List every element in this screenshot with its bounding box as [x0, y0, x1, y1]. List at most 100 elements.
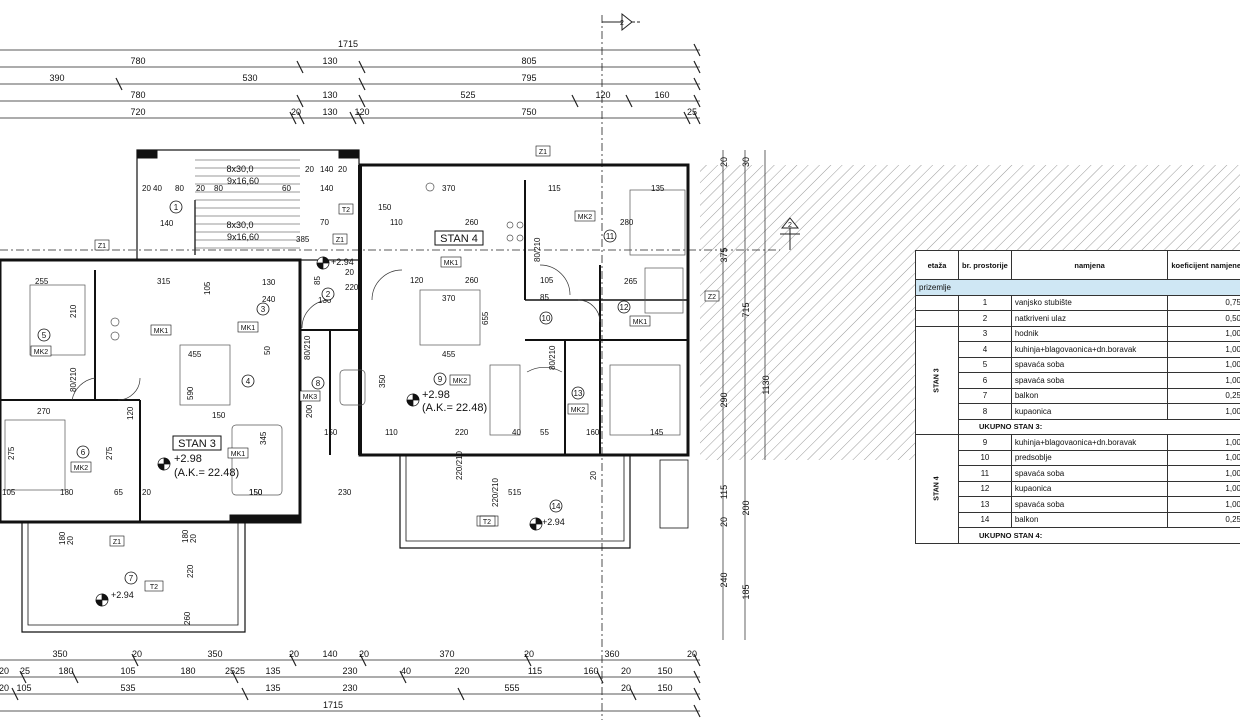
marker-tag: Z1	[539, 149, 547, 156]
dim-interior: 275	[7, 446, 16, 460]
level-texts: +2.94 +2.94 +2.94	[111, 257, 565, 600]
dim-bottom: 105	[120, 666, 135, 676]
dim-interior: 370	[442, 184, 456, 193]
apartment-label: STAN 3	[933, 368, 941, 393]
dim-interior: 220	[455, 428, 469, 437]
room-num: 1	[958, 294, 1012, 311]
dim-interior: 80	[175, 184, 184, 193]
dim-interior: 220/210	[455, 451, 464, 480]
table-row: 13 spavaća soba 1,00	[916, 496, 1240, 513]
dim-interior: 20	[589, 471, 598, 480]
dim-top: 120	[595, 90, 610, 100]
dim-interior: 180	[60, 488, 74, 497]
dim-right: 290	[719, 392, 729, 407]
dim-interior: 20	[66, 536, 75, 545]
stair-treads	[194, 159, 300, 255]
dim-interior: 150	[249, 488, 263, 497]
section-number: 2	[788, 222, 792, 229]
dim-bottom: 115	[528, 666, 542, 676]
room-coef: 0,75	[1167, 294, 1240, 311]
room-num: 4	[958, 341, 1012, 358]
dim-interior: 85	[540, 293, 549, 302]
dim-top: 795	[521, 73, 536, 83]
room-num: 14	[958, 511, 1012, 528]
room-name: balkon	[1010, 387, 1169, 404]
room-numbers	[37, 200, 631, 585]
dim-bottom: 20	[524, 649, 534, 659]
room-number: 1	[174, 203, 179, 212]
dim-interior: 280	[620, 218, 634, 227]
dim-right: 20	[719, 157, 729, 167]
table-row: 10 predsoblje 1,00	[916, 449, 1240, 466]
dim-right: 200	[741, 500, 751, 515]
header-purpose: namjena	[1010, 250, 1169, 280]
top-dimension-lines	[0, 49, 700, 119]
dim-interior: 80/210	[69, 367, 78, 392]
dim-interior: 140	[160, 219, 174, 228]
dim-bottom: 230	[342, 683, 357, 693]
room-coef: 1,00	[1167, 496, 1240, 513]
room-number: 6	[81, 448, 86, 457]
room-coef: 0,25	[1167, 387, 1240, 404]
dim-interior: 20	[345, 268, 354, 277]
dim-interior: 315	[157, 277, 171, 286]
dim-interior: 145	[650, 428, 664, 437]
section-axis	[0, 15, 780, 720]
room-name: vanjsko stubište	[1010, 294, 1169, 311]
dim-interior: 180	[181, 529, 190, 543]
total-row: UKUPNO STAN 4:	[916, 527, 1240, 544]
bottom-dimension-ticks	[11, 653, 701, 718]
dim-bottom: 40	[401, 666, 411, 676]
level-value: +2.94	[331, 257, 354, 267]
dim-interior: 140	[320, 184, 334, 193]
level-value: +2.94	[111, 590, 134, 600]
header-floor: etaža	[915, 250, 959, 280]
room-num: 10	[958, 449, 1012, 466]
room-tag: MK1	[154, 328, 169, 335]
room-tag: T2	[483, 519, 491, 526]
dim-top: 130	[322, 90, 337, 100]
dim-interior: 80	[214, 184, 223, 193]
dim-right: 1130	[761, 375, 771, 394]
dim-interior: 140	[320, 165, 334, 174]
dim-bottom: 135	[265, 666, 280, 676]
room-coef: 1,00	[1167, 372, 1240, 389]
table-row: 8 kupaonica 1,00	[916, 403, 1240, 420]
dim-interior: 40	[512, 428, 521, 437]
dim-right: 20	[719, 517, 729, 527]
dim-right: 30	[741, 157, 751, 167]
dim-interior: 20	[305, 165, 314, 174]
room-number: 8	[316, 379, 321, 388]
dim-bottom: 20	[621, 666, 631, 676]
room-num: 8	[958, 403, 1012, 420]
walls	[0, 149, 690, 633]
dim-bottom: 20	[0, 666, 9, 676]
dim-bottom: 20	[289, 649, 299, 659]
dim-top: 120	[354, 107, 369, 117]
dim-interior: 220/210	[491, 478, 500, 507]
dim-bottom: 370	[439, 649, 454, 659]
dim-top: 720	[130, 107, 145, 117]
room-num: 6	[958, 372, 1012, 389]
table-row: 2 natkriveni ulaz 0,50	[915, 310, 1240, 327]
room-number: 12	[620, 303, 629, 312]
apartment-cell: STAN 3	[915, 325, 959, 435]
room-number: 11	[606, 232, 615, 241]
dim-bottom: 150	[657, 683, 672, 693]
schedule-floor-row: prizemlje	[915, 279, 1240, 296]
table-row: STAN 4 9 kuhinja+blagovaonica+dn.boravak…	[915, 434, 1240, 544]
room-tag: MK2	[571, 407, 586, 414]
dim-top: 530	[242, 73, 257, 83]
room-tag: MK2	[453, 378, 468, 385]
room-num: 5	[958, 356, 1012, 373]
dim-interior: 200	[305, 404, 314, 418]
table-row: 12 kupaonica 1,00	[916, 480, 1240, 497]
dim-interior: 515	[508, 488, 522, 497]
section-marker-top	[602, 12, 642, 32]
dim-interior: 8x30,0	[226, 220, 253, 230]
room-coef: 1,00	[1167, 434, 1240, 451]
dim-interior: 20	[189, 534, 198, 543]
dim-interior: 20	[142, 488, 151, 497]
dim-interior: 160	[586, 428, 600, 437]
